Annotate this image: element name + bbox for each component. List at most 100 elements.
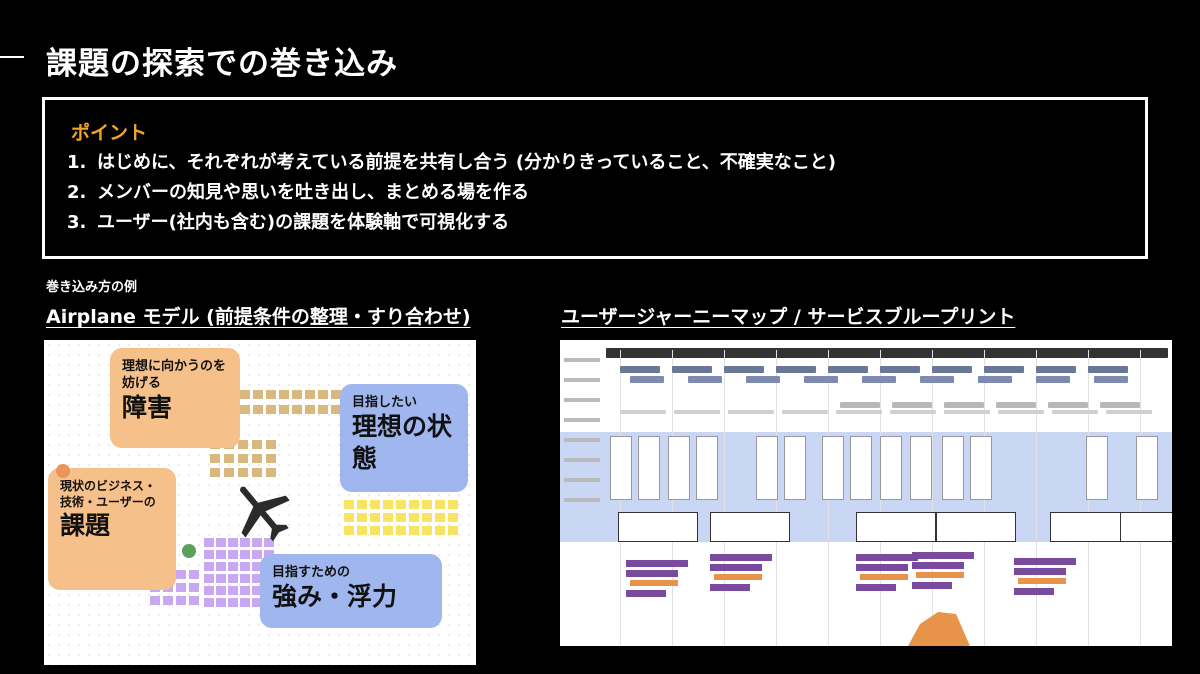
sticky-note — [292, 390, 302, 399]
sticky-note — [409, 513, 419, 522]
airplane-icon — [240, 486, 290, 542]
sticky-note — [279, 390, 289, 399]
journey-block — [1036, 366, 1076, 373]
sticky-note — [252, 562, 262, 571]
sticky-note — [264, 538, 274, 547]
journey-block — [1106, 410, 1152, 414]
journey-block — [1086, 436, 1108, 500]
journey-block — [746, 376, 780, 383]
journey-block — [856, 584, 896, 591]
strength-title: 強み・浮力 — [272, 582, 398, 611]
sticky-note — [216, 586, 226, 595]
sticky-note — [279, 405, 289, 414]
journey-block — [710, 564, 762, 571]
journey-block — [912, 562, 964, 569]
sticky-note — [238, 440, 248, 449]
journey-block — [920, 376, 954, 383]
journey-block — [996, 402, 1036, 408]
journey-block — [688, 376, 722, 383]
journey-block — [776, 366, 816, 373]
journey-block — [1018, 578, 1066, 584]
sticky-note — [252, 598, 262, 607]
point-heading: ポイント — [71, 122, 148, 144]
sticky-note — [228, 586, 238, 595]
journey-block — [932, 366, 972, 373]
journey-block — [1088, 366, 1128, 373]
sticky-note — [422, 500, 432, 509]
sticky-note — [210, 468, 220, 477]
examples-label: 巻き込み方の例 — [46, 280, 138, 295]
journey-block — [782, 410, 828, 414]
journey-block — [944, 402, 984, 408]
sticky-note — [292, 405, 302, 414]
sticky-note — [370, 513, 380, 522]
sticky-note — [396, 513, 406, 522]
sticky-note — [396, 526, 406, 535]
ideal-title: 理想の状態 — [352, 412, 453, 473]
journey-block — [626, 560, 688, 567]
point-item: 2.メンバーの知見や思いを吐き出し、まとめる場を作る — [67, 182, 529, 203]
point-list: 1.はじめに、それぞれが考えている前提を共有し合う (分かりきっていること、不確… — [67, 148, 836, 238]
journey-block — [710, 584, 750, 591]
journey-block — [890, 410, 936, 414]
sticky-note — [238, 468, 248, 477]
journey-block — [668, 436, 690, 500]
sticky-note — [422, 513, 432, 522]
journey-block — [630, 580, 678, 586]
sticky-note — [383, 513, 393, 522]
sticky-note — [266, 454, 276, 463]
journey-block — [756, 436, 778, 500]
sticky-note — [204, 574, 214, 583]
journey-block — [998, 410, 1044, 414]
journey-block — [630, 376, 664, 383]
journey-block — [1136, 436, 1158, 500]
journey-block — [850, 436, 872, 500]
sticky-note — [176, 570, 186, 579]
journey-block — [984, 366, 1024, 373]
sticky-note — [331, 390, 341, 399]
sticky-note — [409, 526, 419, 535]
sticky-note — [383, 500, 393, 509]
sticky-note — [435, 500, 445, 509]
sticky-note — [228, 574, 238, 583]
sticky-note — [318, 390, 328, 399]
journey-block — [564, 418, 600, 422]
journey-block — [942, 436, 964, 500]
sticky-note — [210, 454, 220, 463]
journey-block — [564, 358, 600, 362]
sticky-note — [189, 596, 199, 605]
sticky-note — [448, 526, 458, 535]
sticky-note — [240, 550, 250, 559]
journey-block — [714, 574, 762, 580]
sticky-note — [240, 538, 250, 547]
journey-block — [862, 376, 896, 383]
journey-block — [856, 554, 918, 561]
journey-block — [1100, 402, 1140, 408]
sticky-note — [357, 513, 367, 522]
sticky-note — [357, 500, 367, 509]
sticky-note — [216, 574, 226, 583]
journey-block — [944, 410, 990, 414]
sticky-note — [240, 598, 250, 607]
sticky-note — [224, 468, 234, 477]
journey-block — [1014, 558, 1076, 565]
sticky-note — [252, 586, 262, 595]
journey-block — [620, 366, 660, 373]
journey-block — [696, 436, 718, 500]
sticky-note — [344, 500, 354, 509]
journey-block — [932, 350, 933, 646]
journey-block — [728, 410, 774, 414]
journey-block — [804, 376, 838, 383]
strength-quadrant: 目指すための 強み・浮力 — [260, 554, 442, 628]
journey-block — [606, 348, 1168, 358]
participant-dot — [182, 544, 196, 558]
sticky-note — [176, 583, 186, 592]
sticky-note — [266, 390, 276, 399]
journey-block — [672, 366, 712, 373]
point-item: 1.はじめに、それぞれが考えている前提を共有し合う (分かりきっていること、不確… — [67, 152, 836, 173]
journey-block — [638, 436, 660, 500]
journey-block — [970, 436, 992, 500]
sticky-note — [422, 526, 432, 535]
emotion-curve — [908, 612, 970, 646]
sticky-note — [266, 405, 276, 414]
